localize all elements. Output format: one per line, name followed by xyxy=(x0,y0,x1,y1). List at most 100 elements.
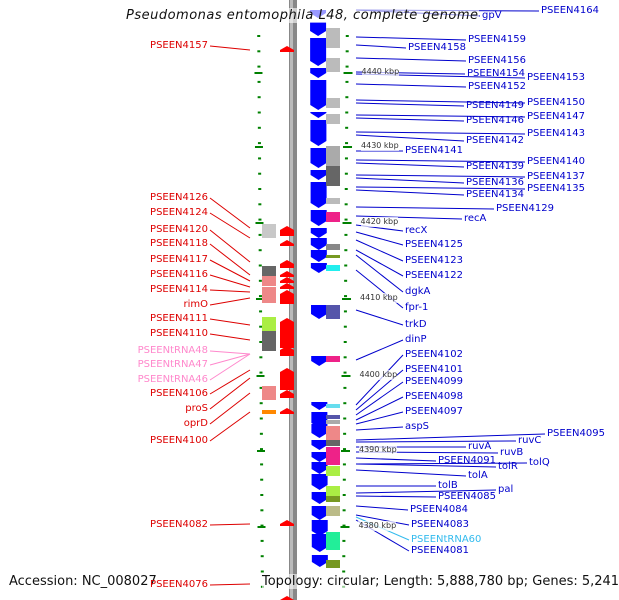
reverse-gene-arrow[interactable] xyxy=(310,238,327,250)
gene-label-right[interactable]: gpV xyxy=(482,10,502,21)
gene-label-right[interactable]: PSEEN4123 xyxy=(405,255,463,266)
gene-label-right[interactable]: tolQ xyxy=(529,457,550,468)
reverse-gene-arrow[interactable] xyxy=(310,80,327,110)
gene-label-right[interactable]: PSEEN4081 xyxy=(411,545,469,556)
reverse-gene-arrow[interactable] xyxy=(311,555,328,567)
gene-label-right[interactable]: aspS xyxy=(405,421,430,432)
gene-label-right[interactable]: PSEEN4159 xyxy=(468,34,526,45)
gene-label-right[interactable]: PSEEN4085 xyxy=(438,491,496,502)
gene-label-right[interactable]: PSEEN4098 xyxy=(405,391,463,402)
gene-label-right[interactable]: PSEEN4143 xyxy=(527,128,585,139)
gene-label-left[interactable]: PSEEN4124 xyxy=(150,207,208,218)
gene-label-right[interactable]: PSEEN4091 xyxy=(438,455,496,466)
gene-label-left[interactable]: PSEEN4126 xyxy=(150,192,208,203)
gene-label-right[interactable]: recX xyxy=(405,225,428,236)
forward-gene-arrow[interactable] xyxy=(280,378,294,388)
gene-label-left[interactable]: PSEEN4116 xyxy=(150,269,208,280)
gene-label-right[interactable]: PSEEN4164 xyxy=(541,5,599,16)
forward-gene-arrow[interactable] xyxy=(280,346,294,356)
gene-label-left[interactable]: PSEEN4076 xyxy=(150,579,208,590)
gene-label-right[interactable]: tolA xyxy=(468,470,488,481)
forward-gene-arrow[interactable] xyxy=(280,260,294,268)
gene-label-right[interactable]: PSEENtRNA60 xyxy=(411,534,482,545)
gene-label-right[interactable]: ruvC xyxy=(518,435,542,446)
forward-gene-arrow[interactable] xyxy=(280,240,294,246)
gene-label-right[interactable]: dgkA xyxy=(405,286,431,297)
gene-label-right[interactable]: PSEEN4146 xyxy=(466,115,524,126)
gene-label-left[interactable]: PSEEN4110 xyxy=(150,328,208,339)
gene-label-right[interactable]: trkD xyxy=(405,319,427,330)
reverse-gene-arrow[interactable] xyxy=(311,402,328,410)
gene-label-right[interactable]: pal xyxy=(498,484,514,495)
gene-label-left[interactable]: oprD xyxy=(183,418,208,429)
reverse-gene-arrow[interactable] xyxy=(311,492,328,504)
gene-label-right[interactable]: PSEEN4139 xyxy=(466,161,524,172)
gene-label-right[interactable]: PSEEN4099 xyxy=(405,376,463,387)
reverse-gene-arrow[interactable] xyxy=(310,120,327,146)
gene-label-right[interactable]: fpr-1 xyxy=(405,302,429,313)
forward-gene-arrow[interactable] xyxy=(280,271,294,277)
gene-label-right[interactable]: PSEEN4136 xyxy=(466,177,524,188)
reverse-gene-arrow[interactable] xyxy=(310,170,327,180)
gene-label-left[interactable]: PSEENtRNA48 xyxy=(137,345,208,356)
gene-label-left[interactable]: rimO xyxy=(183,299,208,310)
forward-gene-arrow[interactable] xyxy=(280,318,294,348)
gene-label-right[interactable]: PSEEN4152 xyxy=(468,81,526,92)
forward-gene-arrow[interactable] xyxy=(280,520,294,526)
reverse-gene-arrow[interactable] xyxy=(311,534,328,552)
gene-label-right[interactable]: PSEEN4097 xyxy=(405,406,463,417)
gene-label-right[interactable]: dinP xyxy=(405,334,427,345)
gene-label-left[interactable]: PSEEN4117 xyxy=(150,254,208,265)
reverse-gene-arrow[interactable] xyxy=(310,250,327,262)
gene-label-right[interactable]: ruvB xyxy=(500,447,524,458)
reverse-gene-arrow[interactable] xyxy=(311,520,328,536)
gene-label-right[interactable]: tolR xyxy=(498,461,518,472)
gene-label-right[interactable]: PSEEN4083 xyxy=(411,519,469,530)
gene-label-right[interactable]: PSEEN4125 xyxy=(405,239,463,250)
gene-label-right[interactable]: PSEEN4122 xyxy=(405,270,463,281)
reverse-gene-arrow[interactable] xyxy=(311,356,328,366)
reverse-gene-arrow[interactable] xyxy=(311,305,328,319)
gene-label-left[interactable]: proS xyxy=(185,403,208,414)
reverse-gene-arrow[interactable] xyxy=(310,210,327,226)
forward-gene-arrow[interactable] xyxy=(280,46,294,52)
gene-label-right[interactable]: PSEEN4102 xyxy=(405,349,463,360)
forward-gene-arrow[interactable] xyxy=(280,408,294,414)
gene-label-left[interactable]: PSEEN4157 xyxy=(150,40,208,51)
reverse-gene-arrow[interactable] xyxy=(311,452,328,462)
gene-label-right[interactable]: PSEEN4129 xyxy=(496,203,554,214)
gene-label-left[interactable]: PSEEN4082 xyxy=(150,519,208,530)
gene-label-right[interactable]: PSEEN4134 xyxy=(466,189,524,200)
gene-label-right[interactable]: PSEEN4154 xyxy=(467,68,525,79)
gene-label-right[interactable]: PSEEN4156 xyxy=(468,55,526,66)
gene-label-right[interactable]: PSEEN4147 xyxy=(527,111,585,122)
gene-label-right[interactable]: PSEEN4142 xyxy=(466,135,524,146)
gene-label-right[interactable]: PSEEN4084 xyxy=(410,504,468,515)
reverse-gene-arrow[interactable] xyxy=(311,424,328,438)
gene-label-left[interactable]: PSEEN4111 xyxy=(150,313,208,324)
forward-gene-arrow[interactable] xyxy=(280,283,294,289)
gene-label-right[interactable]: tolB xyxy=(438,480,458,491)
gene-label-left[interactable]: PSEEN4114 xyxy=(150,284,208,295)
forward-gene-arrow[interactable] xyxy=(280,226,294,236)
gene-label-right[interactable]: PSEEN4158 xyxy=(408,42,466,53)
reverse-gene-arrow[interactable] xyxy=(310,182,327,208)
reverse-gene-arrow[interactable] xyxy=(310,68,327,78)
reverse-gene-arrow[interactable] xyxy=(310,22,327,36)
gene-label-right[interactable]: PSEEN4137 xyxy=(527,171,585,182)
reverse-gene-arrow[interactable] xyxy=(310,263,327,273)
reverse-gene-arrow[interactable] xyxy=(310,112,327,118)
gene-label-right[interactable]: PSEEN4095 xyxy=(547,428,605,439)
reverse-gene-arrow[interactable] xyxy=(310,38,327,66)
reverse-gene-arrow[interactable] xyxy=(311,462,328,474)
gene-label-right[interactable]: recA xyxy=(464,213,487,224)
gene-label-left[interactable]: PSEEN4100 xyxy=(150,435,208,446)
gene-label-right[interactable]: PSEEN4150 xyxy=(527,97,585,108)
forward-gene-arrow[interactable] xyxy=(280,290,294,304)
forward-gene-arrow[interactable] xyxy=(280,390,294,398)
gene-label-right[interactable]: PSEEN4149 xyxy=(466,100,524,111)
gene-label-left[interactable]: PSEEN4120 xyxy=(150,224,208,235)
reverse-gene-arrow[interactable] xyxy=(310,228,327,238)
gene-label-right[interactable]: PSEEN4140 xyxy=(527,156,585,167)
forward-gene-arrow[interactable] xyxy=(280,596,294,600)
